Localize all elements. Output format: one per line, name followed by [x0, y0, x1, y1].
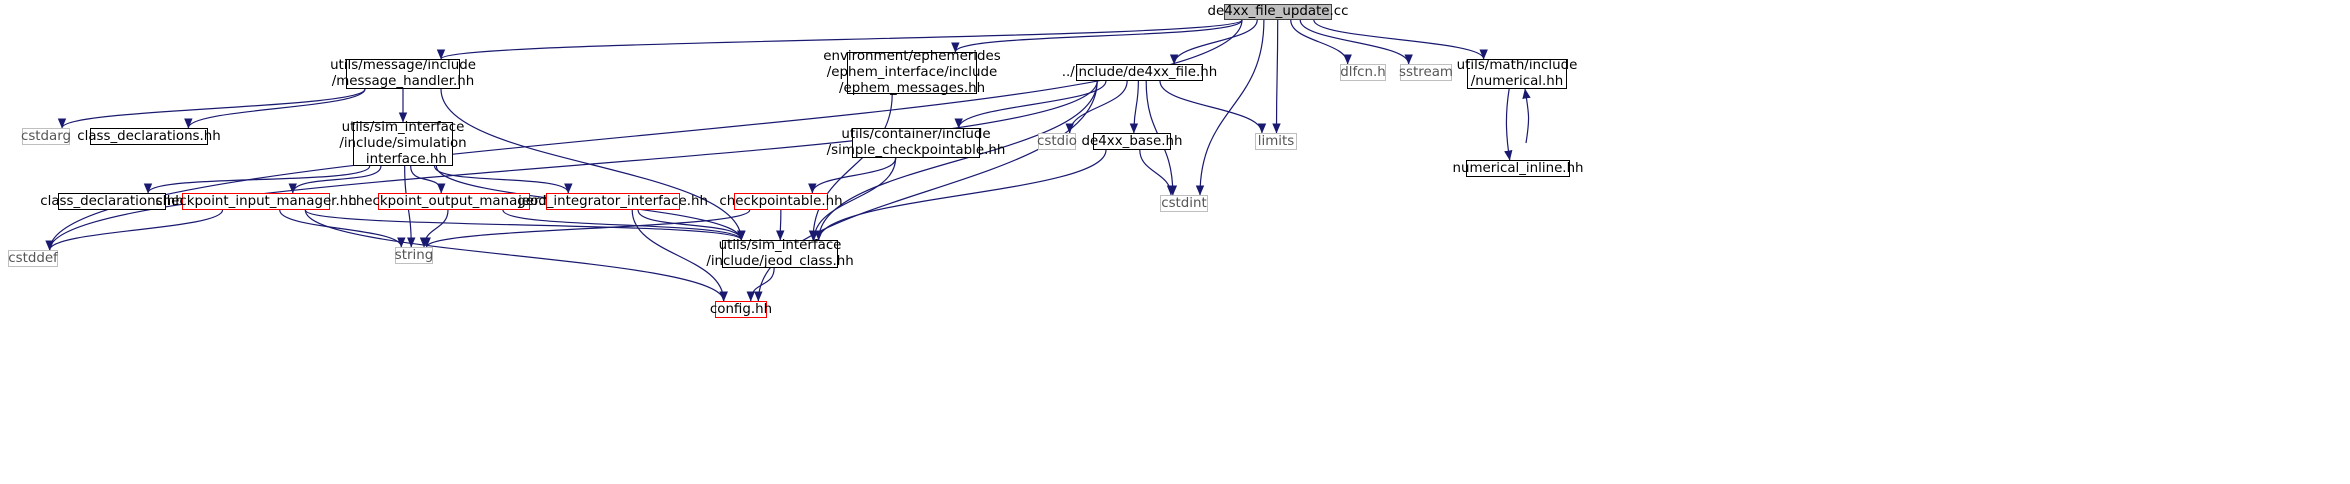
node-class-declarations-hh-1[interactable]: class_declarations.hh	[77, 128, 221, 145]
node-config-hh[interactable]: config.hh	[710, 301, 772, 318]
node-checkpointable-hh[interactable]: checkpointable.hh	[719, 193, 843, 210]
edge-de4xx_file-to-simple_chk	[954, 80, 1107, 129]
node-numerical-hh[interactable]: utils/math/include /numerical.hh	[1457, 58, 1577, 89]
node-dlfcn-h: dlfcn.h	[1340, 64, 1386, 81]
node-de4xx-file-update-cc: de4xx_file_update.cc	[1207, 4, 1349, 20]
node-label: utils/message/include /message_handler.h…	[330, 58, 476, 89]
node-label: checkpoint_output_manager.hh	[348, 193, 560, 209]
node-message-handler-hh[interactable]: utils/message/include /message_handler.h…	[330, 58, 476, 89]
edge-sim_iface-to-chk_input	[288, 165, 382, 194]
edge-chk_input-to-cstddef	[45, 209, 224, 251]
node-class-declarations-hh-2[interactable]: class_declarations.hh	[40, 193, 184, 210]
node-label: ../include/de4xx_file.hh	[1061, 64, 1218, 80]
node-label: checkpointable.hh	[719, 193, 843, 209]
node-label: numerical_inline.hh	[1452, 160, 1584, 176]
node-label: cstddef	[8, 250, 58, 266]
node-cstdint: cstdint	[1160, 195, 1208, 212]
node-label: de4xx_file_update.cc	[1207, 4, 1349, 19]
edge-num_inline-to-numerical	[1522, 88, 1531, 144]
node-de4xx-file-hh[interactable]: ../include/de4xx_file.hh	[1062, 64, 1217, 81]
node-label: de4xx_base.hh	[1081, 133, 1183, 149]
edge-root-to-dlfcn	[1290, 19, 1352, 65]
node-label: class_declarations.hh	[40, 193, 184, 209]
edge-root-to-limits	[1272, 19, 1281, 134]
edge-simple_chk-to-jeod_class	[809, 157, 897, 241]
edge-jeod_integ-to-config	[631, 209, 728, 302]
edge-msg_handler-to-cstdarg	[57, 88, 366, 129]
node-jeod-integrator-interface-hh[interactable]: jeod_integrator_interface.hh	[518, 193, 708, 210]
node-label: cstdarg	[20, 128, 72, 144]
edge-sim_iface-to-class_decl_2	[143, 165, 371, 194]
node-label: jeod_integrator_interface.hh	[518, 193, 708, 209]
node-label: checkpoint_input_manager.hh	[155, 193, 357, 209]
node-label: utils/sim_interface /include/jeod_class.…	[706, 238, 854, 269]
edge-de4xx_base-to-jeod_class	[814, 149, 1107, 241]
node-simulation-interface-hh[interactable]: utils/sim_interface /include/simulation …	[339, 120, 466, 167]
edge-simple_chk-to-checkpointable	[808, 157, 897, 194]
node-label: limits	[1257, 133, 1295, 149]
edge-de4xx_file-to-limits	[1159, 80, 1267, 134]
node-label: class_declarations.hh	[77, 128, 221, 144]
node-label: environment/ephemerides /ephem_interface…	[823, 49, 1001, 96]
node-label: utils/math/include /numerical.hh	[1456, 58, 1578, 89]
edge-jeod_integ-to-jeod_class	[637, 209, 746, 241]
node-sstream: sstream	[1399, 64, 1453, 81]
edge-chk_input-to-config	[304, 209, 728, 302]
node-jeod-class-hh[interactable]: utils/sim_interface /include/jeod_class.…	[706, 238, 853, 269]
node-cstdarg: cstdarg	[20, 128, 72, 145]
node-label: config.hh	[709, 301, 773, 317]
edge-de4xx_file-to-cstddef	[45, 80, 1098, 251]
node-cstddef: cstddef	[8, 250, 58, 267]
edge-sim_iface-to-jeod_integ	[433, 165, 573, 194]
node-label: sstream	[1399, 64, 1453, 80]
edge-chk_input-to-string	[279, 209, 406, 248]
edge-ephem-to-jeod_class	[808, 93, 893, 241]
edge-root-to-de4xx_file	[1169, 19, 1258, 65]
node-string: string	[395, 247, 433, 264]
edge-root-to-ephem	[951, 19, 1243, 53]
node-label: utils/container/include /simple_checkpoi…	[826, 127, 1006, 158]
edge-root-to-msg_handler	[437, 19, 1243, 60]
node-de4xx-base-hh[interactable]: de4xx_base.hh	[1082, 133, 1182, 150]
edge-jeod_class-to-config	[746, 267, 775, 302]
edge-msg_handler-to-class_decl_1	[184, 88, 366, 129]
node-checkpoint-input-manager-hh[interactable]: checkpoint_input_manager.hh	[155, 193, 357, 210]
edge-checkpointable-to-jeod_class	[776, 209, 785, 241]
edge-de4xx_base-to-cstdint	[1139, 149, 1176, 196]
node-label: string	[394, 247, 434, 263]
edge-de4xx_file-to-de4xx_base	[1129, 80, 1139, 134]
edge-root-to-sstream	[1299, 19, 1413, 65]
node-label: cstdio	[1037, 133, 1078, 149]
edge-chk_input-to-jeod_class	[304, 209, 746, 241]
node-simple-checkpointable-hh[interactable]: utils/container/include /simple_checkpoi…	[827, 127, 1005, 158]
edge-root-to-numerical	[1313, 19, 1488, 60]
edge-chk_output-to-jeod_class	[502, 209, 746, 241]
edge-de4xx_file-to-jeod_class	[814, 80, 1098, 241]
edge-de4xx_file-to-cstdio	[1065, 80, 1128, 134]
node-checkpoint-output-manager-hh[interactable]: checkpoint_output_manager.hh	[348, 193, 560, 210]
node-label: dlfcn.h	[1340, 64, 1386, 80]
node-cstdio: cstdio	[1037, 133, 1078, 150]
node-limits: limits	[1255, 133, 1297, 150]
node-label: cstdint	[1161, 195, 1207, 211]
node-label: utils/sim_interface /include/simulation …	[339, 120, 467, 167]
node-ephem-messages-hh[interactable]: environment/ephemerides /ephem_interface…	[823, 49, 1000, 96]
edge-checkpointable-to-string	[422, 209, 751, 248]
node-numerical-inline-hh[interactable]: numerical_inline.hh	[1452, 160, 1584, 177]
edge-root-to-cstdint	[1195, 19, 1265, 196]
edge-sim_iface-to-chk_output	[410, 165, 446, 194]
edge-numerical-to-num_inline	[1504, 88, 1513, 161]
